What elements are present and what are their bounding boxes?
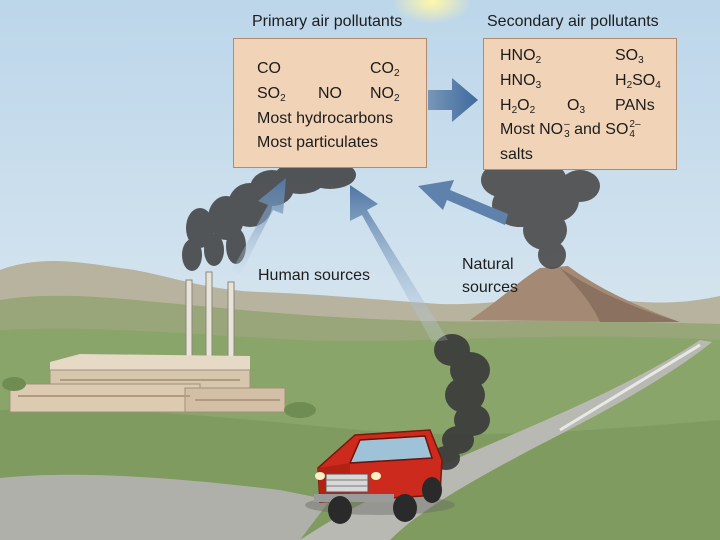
volcano-shade — [560, 268, 680, 322]
road-line — [559, 343, 701, 432]
arrow-volcano-to-primary — [418, 180, 508, 225]
natural-sources-label-2: sources — [462, 279, 519, 296]
chem-co2: CO2 — [370, 60, 400, 79]
car-exhaust-smoke — [432, 334, 490, 470]
chem-so3: SO3 — [615, 47, 644, 66]
chem-hno3: HNO3 — [500, 72, 542, 91]
arrow-human-to-primary — [232, 178, 286, 275]
chem-salts: salts — [500, 146, 533, 163]
chem-no2: NO2 — [370, 85, 400, 104]
chem-so2: SO2 — [257, 85, 286, 104]
sun — [392, 0, 472, 24]
secondary-pollutants-box — [483, 38, 677, 170]
factory — [9, 271, 286, 413]
shrub — [2, 377, 26, 391]
primary-pollutants-box — [233, 38, 427, 168]
arrow-primary-to-secondary — [428, 78, 478, 122]
red-suv — [305, 429, 455, 524]
chem-particulates: Most particulates — [257, 134, 378, 151]
chem-co: CO — [257, 60, 281, 77]
chem-no: NO — [318, 85, 342, 102]
chem-hydrocarbons: Most hydrocarbons — [257, 110, 394, 127]
chem-o3: O3 — [567, 97, 586, 116]
road-left — [0, 474, 330, 540]
chem-h2so4: H2SO4 — [615, 72, 661, 91]
human-sources-label: Human sources — [258, 267, 371, 284]
chem-hno2: HNO2 — [500, 47, 542, 66]
natural-sources-label-1: Natural — [462, 256, 514, 273]
chem-h2o2: H2O2 — [500, 97, 536, 116]
shrub — [284, 402, 316, 418]
chem-pans: PANs — [615, 97, 655, 114]
secondary-title: Secondary air pollutants — [487, 13, 659, 30]
arrow-car-to-primary — [350, 185, 448, 342]
primary-title: Primary air pollutants — [252, 13, 403, 30]
volcano-smoke — [481, 162, 600, 269]
